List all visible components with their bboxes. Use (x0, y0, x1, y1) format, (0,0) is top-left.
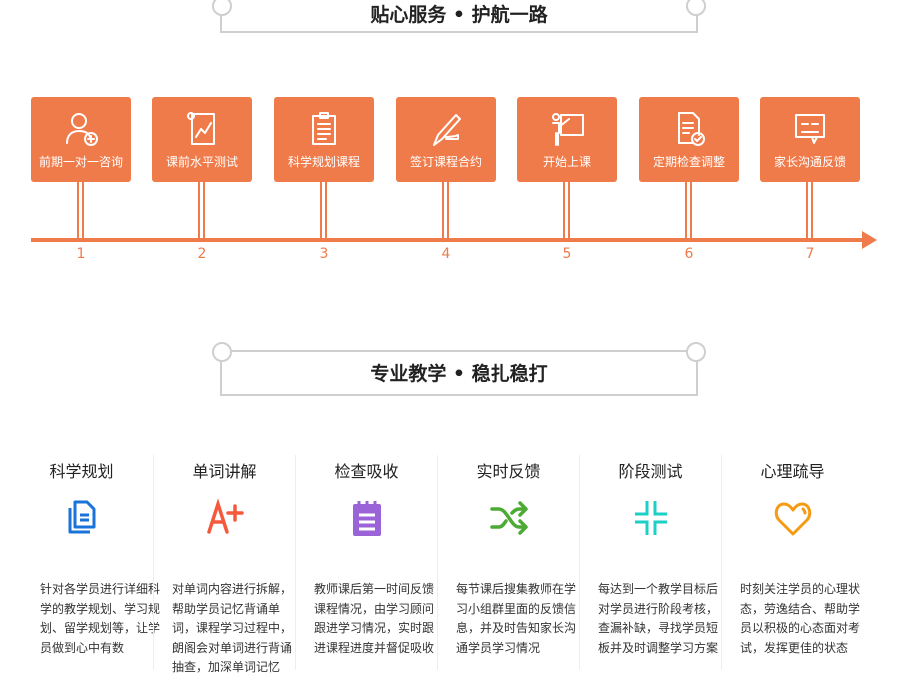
timeline-arrow-icon (862, 231, 877, 249)
chat-bubble-icon (760, 109, 860, 149)
clipboard-icon (274, 109, 374, 149)
feature-description: 每达到一个教学目标后对学员进行阶段考核，查漏补缺，寻找学员短板并及时调整学习方案 (598, 582, 719, 655)
feature-title: 单词讲解 (192, 462, 257, 481)
a-plus-icon (205, 498, 245, 538)
feature-title: 科学规划 (49, 462, 114, 481)
feature-column: 单词讲解 对单词内容进行拆解，帮助学员记忆背诵单词，课程学习过程中，朗阁会对单词… (153, 455, 295, 674)
section-title-teaching: 专业教学 • 稳扎稳打 (212, 342, 706, 396)
step-label: 签订课程合约 (409, 155, 482, 169)
step-connector (442, 182, 449, 240)
consultant-icon (31, 109, 131, 149)
step-card: 签订课程合约 (396, 97, 496, 182)
feature-column: 检查吸收 教师课后第一时间反馈课程情况，由学习顾问跟进学习情况，实时跟进课程进度… (295, 455, 437, 670)
feature-column: 心理疏导 时刻关注学员的心理状态，劳逸结合、帮助学员以积极的心态面对考试，发挥更… (721, 455, 863, 670)
feature-title: 检查吸收 (334, 462, 399, 481)
step-card: 前期一对一咨询 (31, 97, 131, 182)
teacher-board-icon (517, 109, 617, 149)
step-label: 科学规划课程 (287, 155, 360, 169)
step-number: 5 (562, 246, 572, 262)
step-label: 开始上课 (542, 155, 591, 169)
heart-icon (773, 498, 813, 538)
step-connector (77, 182, 84, 240)
step-number: 1 (76, 246, 86, 262)
document-check-icon (639, 109, 739, 149)
timeline-axis (31, 238, 865, 242)
feature-description: 每节课后搜集教师在学习小组群里面的反馈信息，并及时告知家长沟通学员学习情况 (456, 582, 577, 655)
step-connector (198, 182, 205, 240)
step-label: 定期检查调整 (652, 155, 725, 169)
chart-scroll-icon (152, 109, 252, 149)
step-label: 家长沟通反馈 (773, 155, 846, 169)
step-number: 7 (805, 246, 815, 262)
step-card: 家长沟通反馈 (760, 97, 860, 182)
notepad-icon (347, 498, 387, 538)
step-card: 定期检查调整 (639, 97, 739, 182)
step-connector (563, 182, 570, 240)
step-number: 4 (441, 246, 451, 262)
step-connector (806, 182, 813, 240)
feature-description: 对单词内容进行拆解，帮助学员记忆背诵单词，课程学习过程中，朗阁会对单词进行背诵抽… (172, 582, 293, 675)
step-number: 6 (684, 246, 694, 262)
step-number: 2 (197, 246, 207, 262)
feature-description: 针对各学员进行详细科学的教学规划、学习规划、留学规划等，让学员做到心中有数 (40, 582, 161, 655)
pen-sign-icon (396, 109, 496, 149)
feature-column: 实时反馈 每节课后搜集教师在学习小组群里面的反馈信息，并及时告知家长沟通学员学习… (437, 455, 579, 670)
step-label: 前期一对一咨询 (38, 155, 123, 169)
feature-title: 心理疏导 (760, 462, 825, 481)
shuffle-icon (489, 498, 529, 538)
feature-description: 教师课后第一时间反馈课程情况，由学习顾问跟进学习情况，实时跟进课程进度并督促吸收 (314, 582, 435, 655)
step-card: 开始上课 (517, 97, 617, 182)
feature-column: 阶段测试 每达到一个教学目标后对学员进行阶段考核，查漏补缺，寻找学员短板并及时调… (579, 455, 721, 670)
feature-title: 阶段测试 (618, 462, 683, 481)
step-label: 课前水平测试 (165, 155, 238, 169)
step-card: 课前水平测试 (152, 97, 252, 182)
collapse-icon (631, 498, 671, 538)
documents-icon (62, 498, 102, 538)
feature-title: 实时反馈 (476, 462, 541, 481)
step-card: 科学规划课程 (274, 97, 374, 182)
feature-column: 科学规划 针对各学员进行详细科学的教学规划、学习规划、留学规划等，让学员做到心中… (10, 455, 160, 670)
step-connector (320, 182, 327, 240)
step-connector (685, 182, 692, 240)
feature-description: 时刻关注学员的心理状态，劳逸结合、帮助学员以积极的心态面对考试，发挥更佳的状态 (740, 582, 861, 655)
section-title-service: 贴心服务 • 护航一路 (212, 0, 706, 33)
step-number: 3 (319, 246, 329, 262)
